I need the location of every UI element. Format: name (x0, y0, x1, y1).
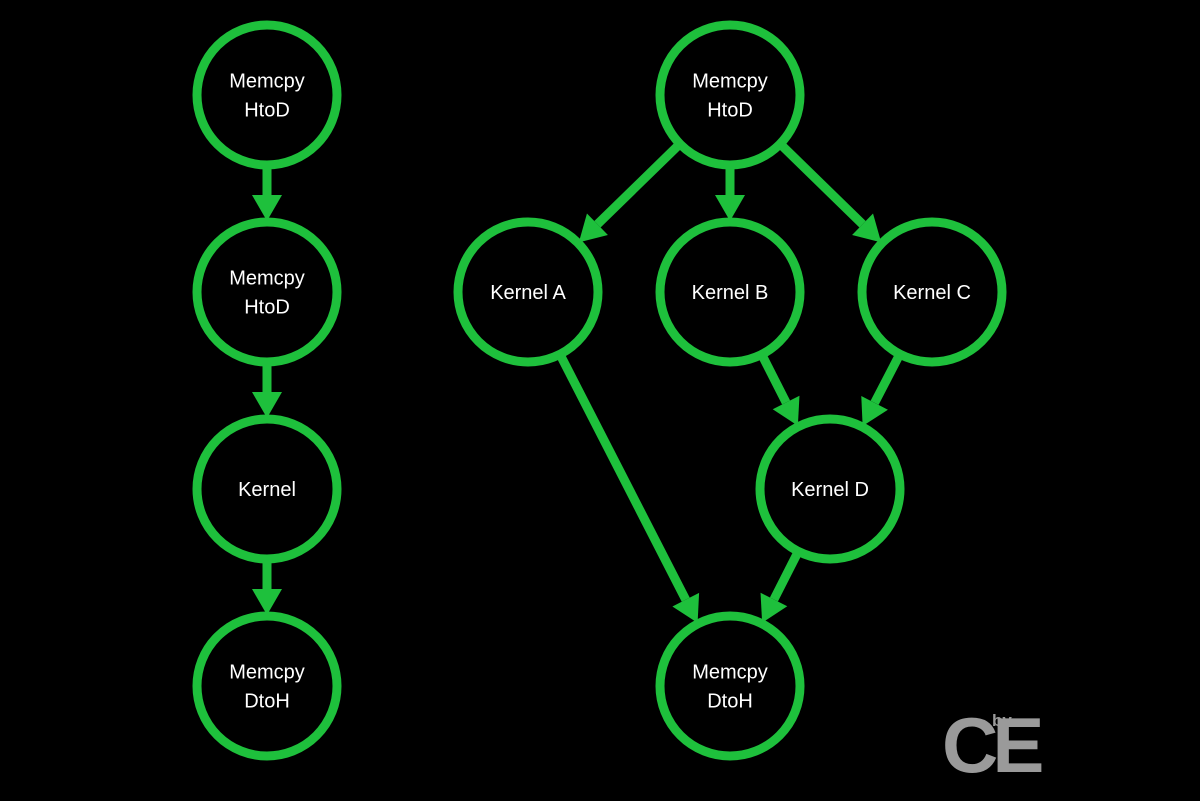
node-label: Memcpy (692, 662, 768, 684)
node-circle (755, 414, 905, 564)
arrowhead-icon (252, 195, 282, 221)
node-circle (192, 217, 342, 367)
edge-line (594, 142, 682, 228)
logo-text: CE (942, 701, 1041, 780)
node-circle (192, 20, 342, 170)
edge-kb-kd (758, 354, 800, 426)
node-label: HtoD (707, 100, 753, 122)
arrowhead-icon (252, 589, 282, 615)
node-label: HtoD (244, 100, 290, 122)
arrowhead-icon (772, 395, 800, 426)
edge-kd-r6 (760, 551, 802, 623)
node-label: Kernel B (692, 282, 769, 304)
arrowhead-icon (861, 395, 888, 426)
node-label: Memcpy (229, 662, 305, 684)
arrowhead-icon (715, 195, 745, 221)
node-label: Kernel A (490, 282, 566, 304)
arrowhead-icon (672, 592, 700, 623)
node-label: Kernel C (893, 282, 971, 304)
ce-logo: CE by (942, 701, 1047, 780)
edge-line (556, 354, 690, 602)
node-circle (655, 20, 805, 170)
edge-line (870, 353, 903, 405)
node-l3: Kernel (192, 414, 342, 564)
logo-by-text: by (992, 711, 1012, 730)
node-circle (655, 217, 805, 367)
node-label: Memcpy (692, 71, 768, 93)
edge-l2-l3 (252, 364, 282, 418)
edge-line (778, 142, 866, 228)
node-label: DtoH (244, 691, 290, 713)
arrowhead-icon (578, 213, 608, 243)
edge-r1-kb (715, 167, 745, 221)
node-circle (857, 217, 1007, 367)
node-label: Kernel (238, 479, 296, 501)
arrowhead-icon (760, 592, 788, 623)
node-ka: Kernel A (453, 217, 603, 367)
node-label: HtoD (244, 297, 290, 319)
edge-l3-l4 (252, 561, 282, 615)
edge-r1-kc (778, 142, 882, 243)
arrowhead-icon (852, 213, 882, 243)
node-label: DtoH (707, 691, 753, 713)
node-circle (655, 611, 805, 761)
edge-ka-r6 (556, 354, 700, 623)
node-kd: Kernel D (755, 414, 905, 564)
node-kc: Kernel C (857, 217, 1007, 367)
arrowhead-icon (252, 392, 282, 418)
node-circle (192, 414, 342, 564)
edge-r1-ka (578, 142, 682, 243)
node-circle (192, 611, 342, 761)
node-circle (453, 217, 603, 367)
node-label: Kernel D (791, 479, 869, 501)
edge-l1-l2 (252, 167, 282, 221)
edge-line (758, 354, 791, 405)
edge-line (769, 551, 802, 602)
edge-kc-kd (861, 353, 903, 426)
node-label: Memcpy (229, 268, 305, 290)
node-kb: Kernel B (655, 217, 805, 367)
node-label: Memcpy (229, 71, 305, 93)
